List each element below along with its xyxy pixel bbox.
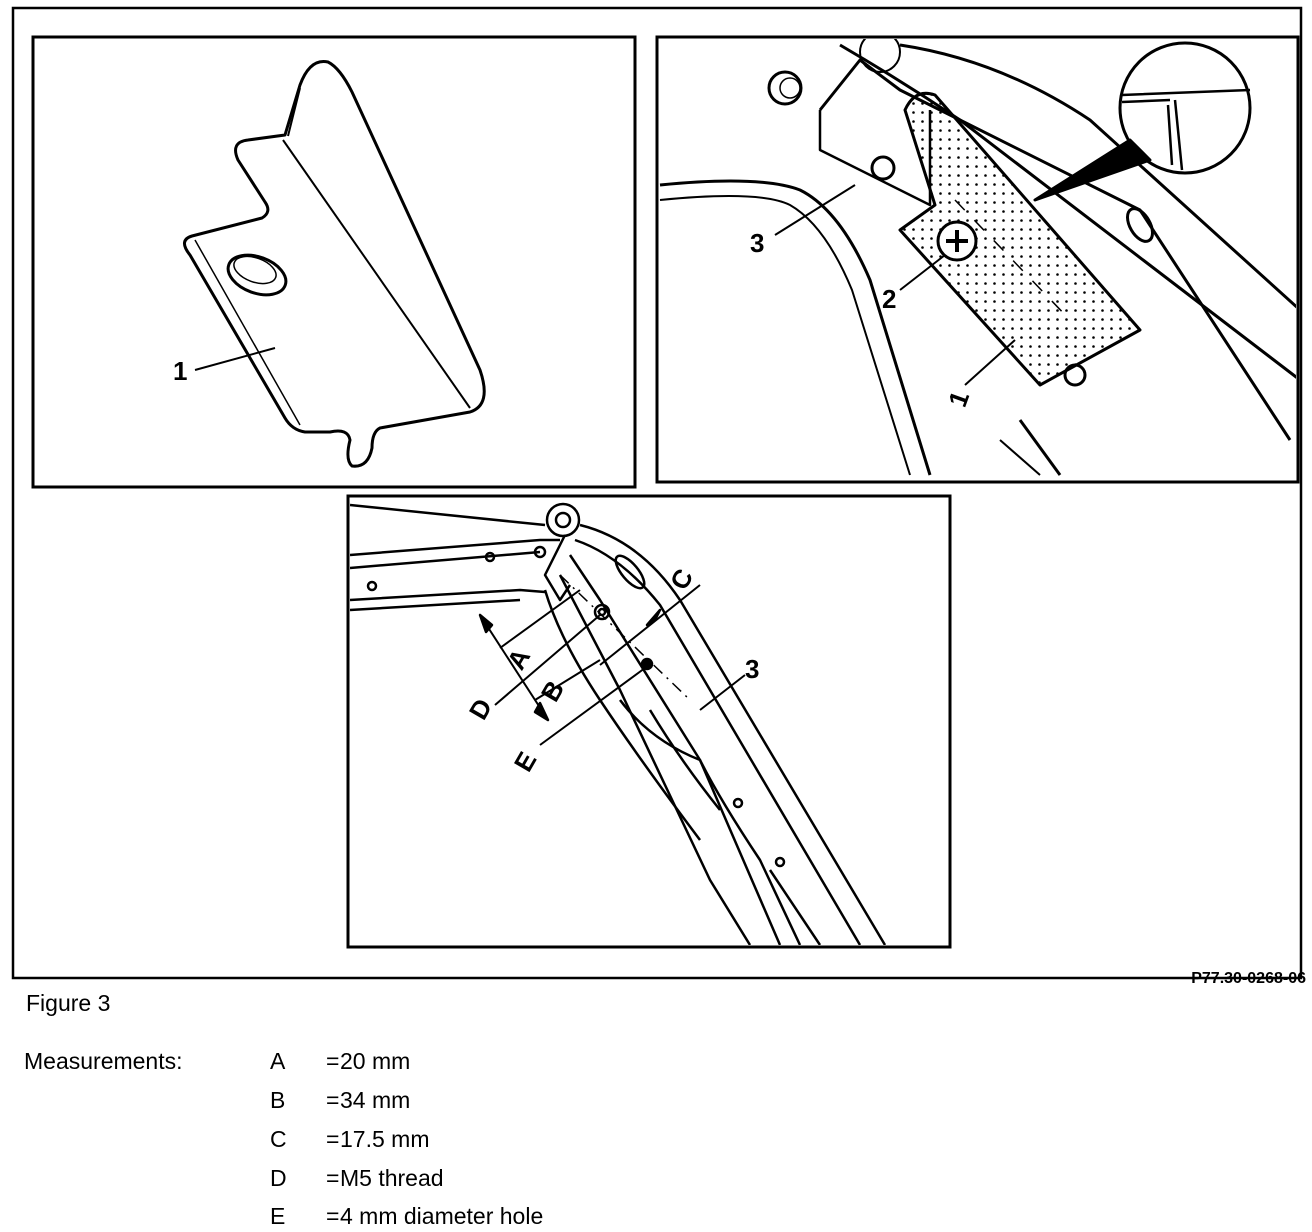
equals-sign: = bbox=[326, 1203, 340, 1229]
figure-outer-frame bbox=[11, 6, 1303, 980]
panel-bracket-frame bbox=[31, 35, 637, 489]
detail-magnifier bbox=[1118, 41, 1252, 175]
measurement-key: C bbox=[270, 1126, 287, 1152]
measurement-key: A bbox=[270, 1048, 286, 1074]
measurement-value: 4 mm diameter hole bbox=[340, 1203, 544, 1229]
equals-sign: = bbox=[326, 1087, 340, 1113]
callout-dim-d: D bbox=[463, 693, 498, 724]
installed-bracket bbox=[898, 91, 1142, 387]
bracket-hole bbox=[226, 253, 288, 297]
measurement-key: E bbox=[270, 1203, 286, 1229]
callout-dim-a: A bbox=[501, 643, 536, 674]
measurement-value: 20 mm bbox=[340, 1048, 411, 1074]
panel-dimensions: C A D B E 3 bbox=[346, 494, 952, 949]
measurements-label: Measurements: bbox=[24, 1048, 183, 1074]
callout-dim-3: 3 bbox=[745, 654, 759, 684]
measurement-row-e: E =4 mm diameter hole bbox=[270, 1203, 543, 1230]
technical-figure: 1 bbox=[11, 6, 1303, 980]
measurement-row-a: A =20 mm bbox=[270, 1048, 410, 1075]
equals-sign: = bbox=[326, 1126, 340, 1152]
measurement-value: 34 mm bbox=[340, 1087, 411, 1113]
panel-bracket: 1 bbox=[31, 35, 637, 489]
hinge-pivot bbox=[545, 502, 581, 538]
measurement-key: B bbox=[270, 1087, 286, 1113]
callout-dim-e: E bbox=[508, 747, 543, 777]
panel-installed: 3 2 1 bbox=[655, 35, 1300, 484]
measurement-row-c: C =17.5 mm bbox=[270, 1126, 429, 1153]
equals-sign: = bbox=[326, 1048, 340, 1074]
panel-installed-frame bbox=[655, 35, 1300, 484]
measurement-value: 17.5 mm bbox=[340, 1126, 430, 1152]
panel-dimensions-frame bbox=[346, 494, 952, 949]
equals-sign: = bbox=[326, 1165, 340, 1191]
figure-reference-code: P77.30-0268-06 bbox=[1191, 970, 1306, 987]
measurement-value: M5 thread bbox=[340, 1165, 444, 1191]
callout-installed-2: 2 bbox=[882, 284, 896, 314]
callout-bracket-1: 1 bbox=[173, 356, 187, 386]
callout-installed-3: 3 bbox=[750, 228, 764, 258]
callout-installed-1: 1 bbox=[942, 387, 975, 411]
figure-caption: Figure 3 bbox=[26, 990, 111, 1016]
measurement-row-b: B =34 mm bbox=[270, 1087, 410, 1114]
measurement-key: D bbox=[270, 1165, 287, 1191]
bracket-drawing bbox=[183, 59, 486, 468]
measurement-row-d: D =M5 thread bbox=[270, 1165, 444, 1192]
